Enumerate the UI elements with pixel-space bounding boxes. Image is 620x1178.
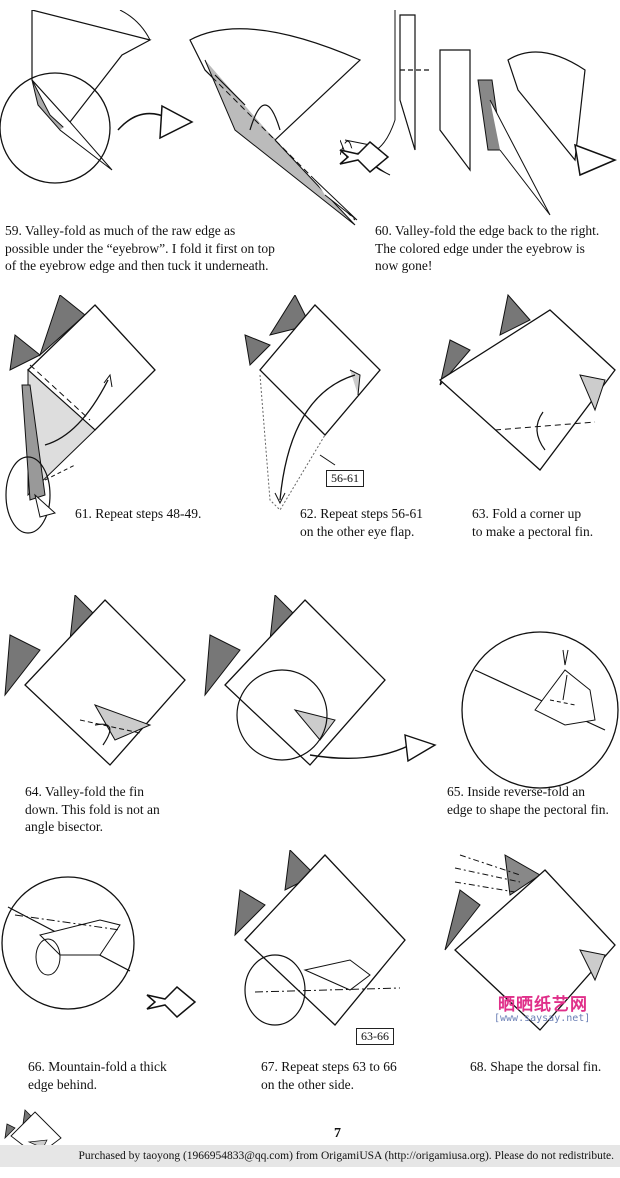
- caption-step-62: 62. Repeat steps 56-61 on the other eye …: [300, 506, 423, 539]
- page-number: 7: [334, 1126, 341, 1141]
- diagram-step-62: [244, 295, 381, 511]
- step-reference-box: 56-61: [326, 470, 364, 487]
- diagram-step-65: [461, 631, 619, 789]
- arrow-push-icon: [146, 985, 197, 1019]
- diagram-step-59-detail: [189, 28, 362, 226]
- caption-step-60: 60. Valley-fold the edge back to the rig…: [375, 223, 600, 273]
- diagram-step-66: [1, 876, 135, 1010]
- caption-step-66: 66. Mountain-fold a thick edge behind.: [28, 1059, 167, 1092]
- diagram-step-67: [234, 850, 406, 1026]
- caption-step-67: 67. Repeat steps 63 to 66 on the other s…: [261, 1059, 397, 1092]
- diagram-step-59: [0, 10, 194, 184]
- watermark-url: [www.saysay.net]: [494, 1013, 591, 1024]
- footer-purchase-notice: Purchased by taoyong (1966954833@qq.com)…: [0, 1145, 620, 1167]
- step-reference-box: 63-66: [356, 1028, 394, 1045]
- diagram-step-63: [438, 293, 616, 471]
- caption-step-65: 65. Inside reverse-fold an edge to shape…: [447, 784, 609, 817]
- arrow-push-icon: [339, 140, 390, 174]
- caption-step-63: 63. Fold a corner up to make a pectoral …: [472, 506, 594, 539]
- diagram-step-60: [340, 10, 618, 216]
- watermark-title: 晒晒纸艺网: [498, 995, 588, 1015]
- diagram-step-64: [4, 595, 186, 766]
- diagram-step-68: [444, 854, 616, 1031]
- caption-step-64: 64. Valley-fold the fin down. This fold …: [25, 784, 160, 834]
- caption-step-61: 61. Repeat steps 48-49.: [75, 506, 202, 521]
- caption-step-68: 68. Shape the dorsal fin.: [470, 1059, 602, 1074]
- caption-step-59: 59. Valley-fold as much of the raw edge …: [5, 223, 275, 273]
- diagram-step-61: [5, 295, 156, 534]
- diagram-step-65-context: [204, 595, 437, 766]
